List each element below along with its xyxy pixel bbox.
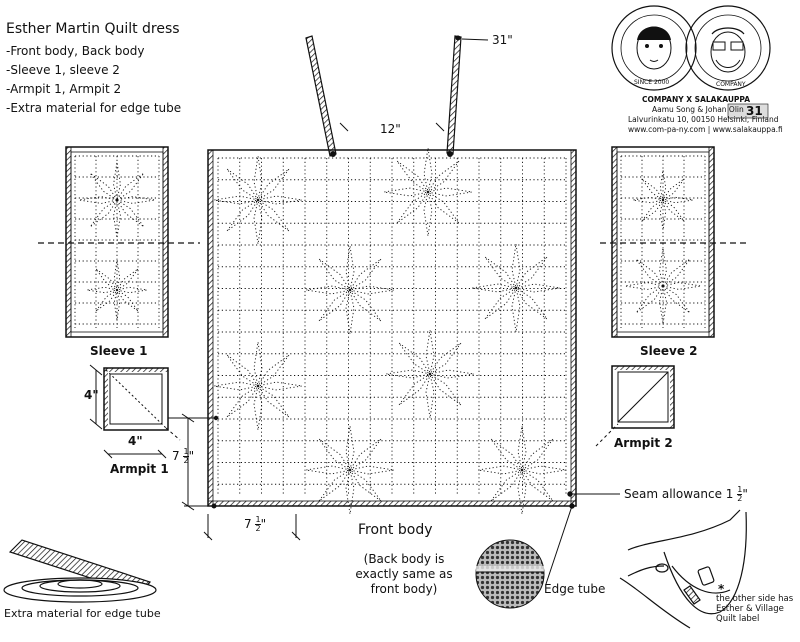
neck-width-label: 12"	[380, 122, 401, 136]
front-body-panel	[207, 147, 577, 515]
stamp-number: 31	[746, 104, 763, 118]
hem-width-dimension	[203, 514, 301, 541]
armpit-1-panel	[89, 364, 219, 459]
part-list-item: -Front body, Back body	[6, 44, 145, 58]
edge-tube-swatch	[475, 539, 545, 609]
stamp-line: Aamu Song & Johan Olin	[652, 105, 744, 114]
stamp-line: Lalvurinkatu 10, 00150 Helsinki, Finland	[628, 115, 779, 124]
part-list-item: -Sleeve 1, sleeve 2	[6, 63, 120, 77]
strap-left	[305, 35, 337, 157]
sleeve-1-label: Sleeve 1	[90, 344, 148, 358]
stamp-line: www.com-pa-ny.com | www.salakauppa.fi	[628, 125, 783, 134]
seam-allowance-label: Seam allowance 1 1 2 "	[624, 485, 748, 503]
front-body-label: Front body	[358, 522, 433, 538]
sleeve-2-panel	[600, 146, 750, 338]
armpit-height-label: 4"	[84, 388, 99, 402]
back-body-note: (Back body is exactly same as front body…	[355, 552, 453, 596]
asterisk-mark: *	[718, 582, 725, 596]
strap-length-label: 31"	[492, 33, 513, 47]
armpit-width-label: 4"	[128, 434, 143, 448]
extra-material-roll-illustration	[3, 539, 157, 603]
stamp-since: SINCE 2000	[634, 79, 670, 86]
armpit-2-panel	[595, 365, 675, 447]
label-note: the other side has Esther & Village Quil…	[716, 594, 794, 624]
side-height-label: 7 1 2 "	[172, 447, 195, 465]
sleeve-2-label: Sleeve 2	[640, 344, 698, 358]
dress-label-sketch	[619, 509, 747, 629]
stamp-brand: COMPANY X SALAKAUPPA	[642, 95, 751, 104]
strap-right	[446, 35, 489, 155]
stamp-number-box	[727, 103, 769, 119]
edge-tube-label: Edge tube	[544, 582, 606, 596]
armpit-1-label: Armpit 1	[110, 462, 169, 476]
stamp-company: COMPANY	[716, 81, 746, 88]
side-height-dimension	[181, 413, 217, 511]
armpit-2-label: Armpit 2	[614, 436, 673, 450]
part-list-item: -Armpit 1, Armpit 2	[6, 82, 122, 96]
extra-material-label: Extra material for edge tube	[4, 607, 161, 620]
sleeve-1-panel	[38, 146, 200, 338]
hem-width-label: 7 1 2 "	[244, 515, 267, 533]
neck-dimension	[330, 122, 453, 157]
seam-allowance-pointer	[545, 491, 620, 585]
company-stamp	[611, 5, 771, 91]
pattern-title: Esther Martin Quilt dress	[6, 21, 180, 37]
part-list-item: -Extra material for edge tube	[6, 101, 182, 115]
